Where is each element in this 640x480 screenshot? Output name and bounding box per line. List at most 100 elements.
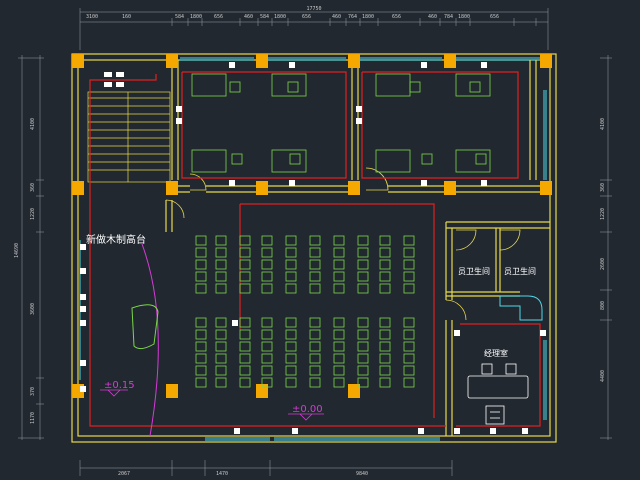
seat bbox=[379, 235, 391, 246]
svg-text:370: 370 bbox=[30, 387, 36, 396]
manager-office-furniture bbox=[467, 363, 529, 425]
seat bbox=[309, 235, 321, 246]
seat bbox=[379, 365, 391, 376]
seat bbox=[215, 365, 227, 376]
restroom-right-label: 员卫生间 bbox=[504, 266, 536, 276]
seat bbox=[285, 271, 297, 282]
office-workstations bbox=[191, 73, 491, 173]
seat bbox=[379, 353, 391, 364]
seat bbox=[195, 259, 207, 270]
seat bbox=[261, 377, 273, 388]
seat bbox=[403, 341, 415, 352]
seat bbox=[333, 341, 345, 352]
doors bbox=[165, 167, 521, 321]
seat bbox=[357, 329, 369, 340]
platform-label: 新做木制高台 bbox=[86, 233, 146, 246]
svg-text:1470: 1470 bbox=[216, 471, 228, 477]
seat bbox=[195, 235, 207, 246]
seat bbox=[239, 377, 251, 388]
seat bbox=[195, 247, 207, 258]
seat bbox=[309, 329, 321, 340]
seat bbox=[309, 259, 321, 270]
bottom-dim-texts: 2067 1470 9840 bbox=[118, 471, 368, 477]
seat bbox=[403, 283, 415, 294]
seat bbox=[357, 377, 369, 388]
seat bbox=[195, 271, 207, 282]
svg-text:1220: 1220 bbox=[30, 208, 36, 220]
seat bbox=[215, 259, 227, 270]
seat bbox=[195, 377, 207, 388]
seat bbox=[285, 283, 297, 294]
svg-text:460: 460 bbox=[428, 14, 437, 20]
svg-text:1800: 1800 bbox=[274, 14, 286, 20]
seat bbox=[357, 271, 369, 282]
seat bbox=[309, 271, 321, 282]
seat bbox=[239, 271, 251, 282]
svg-text:2600: 2600 bbox=[600, 258, 606, 270]
platform-level-label: ±0.15 bbox=[104, 380, 135, 391]
seat bbox=[261, 235, 273, 246]
staircase bbox=[87, 91, 171, 183]
seat bbox=[285, 353, 297, 364]
svg-text:4100: 4100 bbox=[30, 118, 36, 130]
windows bbox=[79, 57, 547, 441]
left-dim-texts: 4100 360 1220 14690 3600 370 1170 bbox=[14, 118, 36, 424]
seat bbox=[261, 317, 273, 328]
seat bbox=[239, 365, 251, 376]
seat bbox=[379, 317, 391, 328]
seat bbox=[239, 341, 251, 352]
seat bbox=[379, 329, 391, 340]
seat bbox=[239, 317, 251, 328]
seat bbox=[215, 353, 227, 364]
right-dimension-lines bbox=[600, 55, 612, 440]
seat bbox=[239, 247, 251, 258]
seat bbox=[215, 317, 227, 328]
seat bbox=[215, 329, 227, 340]
seat bbox=[195, 329, 207, 340]
seat bbox=[379, 259, 391, 270]
seat bbox=[333, 259, 345, 270]
seat bbox=[195, 317, 207, 328]
seat bbox=[285, 377, 297, 388]
outlets bbox=[80, 62, 546, 434]
podium bbox=[131, 243, 159, 437]
seat bbox=[379, 271, 391, 282]
top-dimension-lines bbox=[79, 8, 549, 50]
svg-text:800: 800 bbox=[600, 301, 606, 310]
seat bbox=[309, 353, 321, 364]
seat bbox=[357, 353, 369, 364]
seat bbox=[261, 247, 273, 258]
seat bbox=[261, 365, 273, 376]
svg-text:784: 784 bbox=[444, 14, 453, 20]
seat bbox=[357, 235, 369, 246]
seat bbox=[333, 317, 345, 328]
seat bbox=[357, 259, 369, 270]
seat bbox=[195, 365, 207, 376]
seat bbox=[403, 259, 415, 270]
seat bbox=[239, 235, 251, 246]
seat bbox=[333, 365, 345, 376]
seat bbox=[215, 377, 227, 388]
seat bbox=[379, 377, 391, 388]
seat bbox=[239, 259, 251, 270]
svg-text:1800: 1800 bbox=[190, 14, 202, 20]
seat bbox=[333, 329, 345, 340]
seat bbox=[261, 353, 273, 364]
seat bbox=[357, 365, 369, 376]
restroom-left-label: 员卫生间 bbox=[458, 266, 490, 276]
seat bbox=[333, 377, 345, 388]
seat bbox=[239, 353, 251, 364]
svg-text:584: 584 bbox=[175, 14, 184, 20]
svg-text:656: 656 bbox=[302, 14, 311, 20]
seat bbox=[261, 259, 273, 270]
svg-text:1220: 1220 bbox=[600, 208, 606, 220]
left-dimension-lines bbox=[18, 55, 44, 440]
seat bbox=[285, 341, 297, 352]
svg-text:656: 656 bbox=[392, 14, 401, 20]
svg-text:160: 160 bbox=[122, 14, 131, 20]
seat bbox=[309, 365, 321, 376]
seat bbox=[239, 283, 251, 294]
floor-level-label: ±0.00 bbox=[292, 404, 323, 415]
svg-text:1800: 1800 bbox=[458, 14, 470, 20]
seat bbox=[333, 235, 345, 246]
